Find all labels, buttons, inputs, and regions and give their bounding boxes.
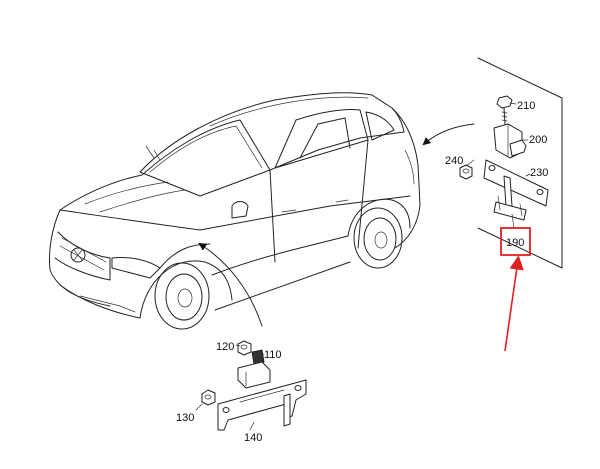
label-230: 230	[530, 167, 548, 179]
nut-240	[459, 164, 473, 180]
label-190: 190	[506, 237, 524, 249]
highlight-box-190	[500, 227, 531, 256]
bracket-230	[483, 159, 549, 221]
nut-120	[237, 340, 252, 356]
label-130: 130	[176, 412, 194, 424]
sensor-110	[237, 349, 271, 389]
sensor-200	[493, 123, 527, 159]
label-140: 140	[244, 432, 262, 444]
highlight-arrow	[504, 255, 524, 352]
nut-130	[201, 389, 216, 406]
rear-sensor-panel	[459, 57, 563, 269]
label-120: 120	[216, 341, 234, 353]
car-drawing	[49, 92, 421, 330]
bracket-140	[217, 379, 307, 431]
front-sensor-assembly	[195, 340, 307, 431]
callout-arrow-front	[198, 242, 263, 327]
label-200: 200	[529, 134, 547, 146]
callout-arrow-rear	[422, 123, 475, 146]
label-210: 210	[517, 100, 535, 112]
label-110: 110	[264, 349, 282, 361]
label-240: 240	[445, 155, 463, 167]
bolt-210	[496, 95, 513, 125]
